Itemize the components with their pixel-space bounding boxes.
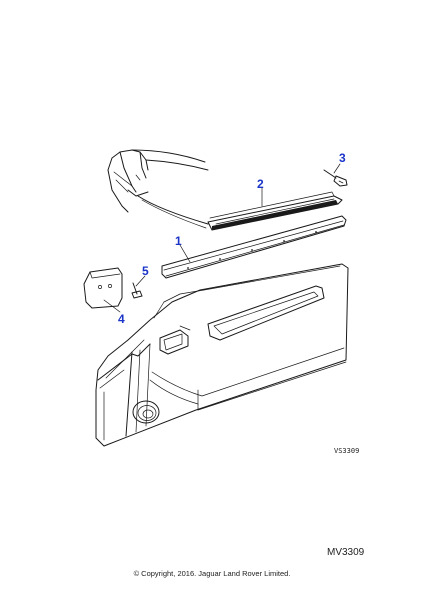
callout-3: 3 bbox=[339, 151, 346, 165]
callout-5: 5 bbox=[142, 264, 149, 278]
waist-seal-strip bbox=[207, 191, 343, 231]
clip-part-5 bbox=[131, 282, 143, 299]
screw-part-3 bbox=[323, 169, 348, 187]
callout-1: 1 bbox=[175, 234, 182, 248]
pad-part-4 bbox=[83, 267, 123, 309]
drawing-code: VS3309 bbox=[334, 447, 359, 455]
callout-4: 4 bbox=[118, 312, 125, 326]
leader-lines bbox=[103, 163, 341, 313]
door-trim-panel bbox=[95, 263, 349, 447]
copyright-notice: © Copyright, 2016. Jaguar Land Rover Lim… bbox=[133, 569, 291, 578]
finisher-rail bbox=[161, 215, 347, 279]
callout-2: 2 bbox=[257, 177, 264, 191]
reference-code: MV3309 bbox=[327, 547, 365, 558]
door-frame-section bbox=[107, 149, 209, 229]
